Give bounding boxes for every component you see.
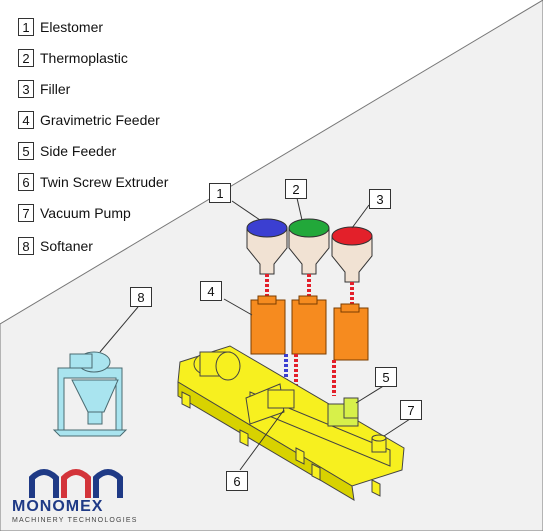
callout-8: 8 <box>130 287 152 307</box>
brand-name: MONOMEX <box>12 498 104 515</box>
legend-item: 8 Softaner <box>18 235 93 257</box>
legend-item: 7 Vacuum Pump <box>18 202 131 224</box>
legend-item: 5 Side Feeder <box>18 140 116 162</box>
callout-2: 2 <box>285 179 307 199</box>
gravimetric-feeder-3 <box>333 303 369 361</box>
callout-6: 6 <box>226 471 248 491</box>
legend-item: 3 Filler <box>18 78 70 100</box>
gravimetric-feeder-1 <box>250 295 286 355</box>
legend-number: 3 <box>18 80 34 98</box>
legend-label: Vacuum Pump <box>40 205 131 221</box>
callout-1: 1 <box>209 183 231 203</box>
legend-label: Gravimetric Feeder <box>40 112 160 128</box>
legend-number: 1 <box>18 18 34 36</box>
legend-item: 6 Twin Screw Extruder <box>18 171 168 193</box>
callout-3: 3 <box>369 189 391 209</box>
legend-label: Side Feeder <box>40 143 117 159</box>
legend-number: 8 <box>18 237 34 255</box>
vacuum-pump <box>371 434 387 453</box>
side-feeder <box>327 397 359 427</box>
brand-tagline: MACHINERY TECHNOLOGIES <box>12 517 138 524</box>
legend-number: 6 <box>18 173 34 191</box>
gravimetric-feeder-2 <box>291 295 327 355</box>
legend-item: 2 Thermoplastic <box>18 47 128 69</box>
callout-4: 4 <box>200 281 222 301</box>
hopper-2 <box>288 218 330 275</box>
legend-item: 4 Gravimetric Feeder <box>18 109 160 131</box>
legend-label: Filler <box>40 81 71 97</box>
legend-label: Softaner <box>40 238 93 254</box>
callout-7: 7 <box>400 400 422 420</box>
legend-label: Twin Screw Extruder <box>40 174 169 190</box>
legend-item: 1 Elestomer <box>18 16 103 38</box>
hopper-3 <box>331 226 373 283</box>
twin-screw-extruder <box>177 345 405 501</box>
callout-5: 5 <box>375 367 397 387</box>
legend-label: Elestomer <box>40 19 104 35</box>
legend-number: 4 <box>18 111 34 129</box>
legend-number: 7 <box>18 204 34 222</box>
hopper-1 <box>246 218 288 275</box>
softener-unit <box>52 351 128 437</box>
monomex-logo-mark <box>29 469 123 498</box>
legend-number: 2 <box>18 49 34 67</box>
legend-label: Thermoplastic <box>40 50 128 66</box>
legend-number: 5 <box>18 142 34 160</box>
